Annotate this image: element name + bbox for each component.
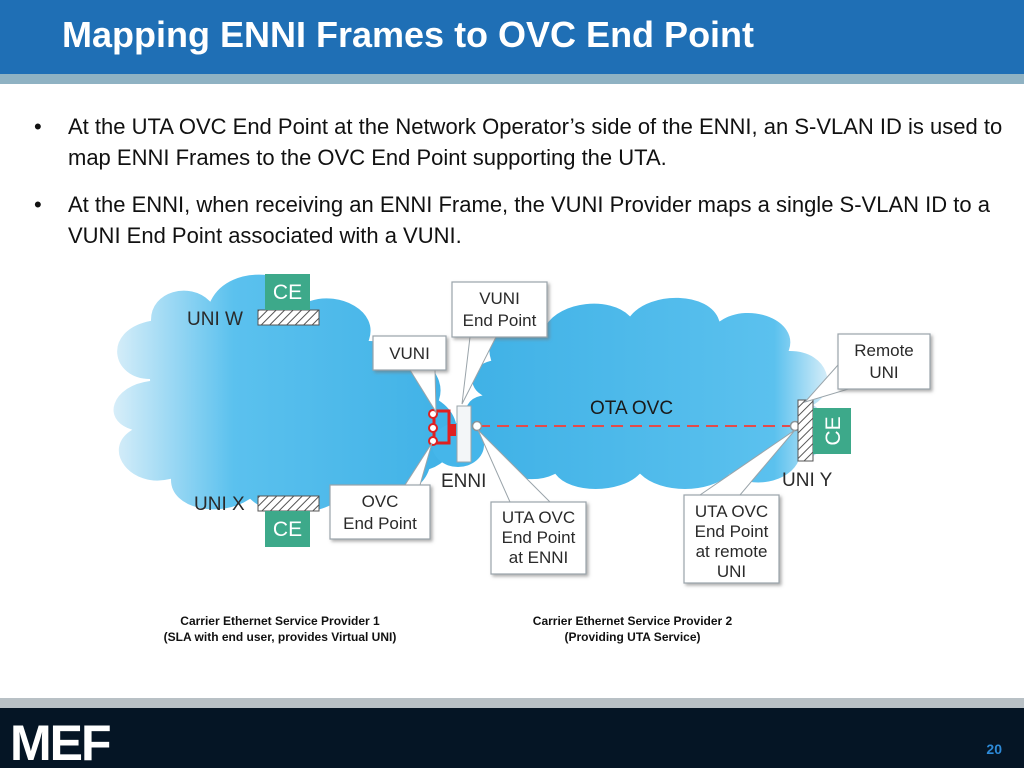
callout-uta-enni: UTA OVC End Point at ENNI — [477, 429, 587, 575]
provider1-caption-line2: (SLA with end user, provides Virtual UNI… — [163, 630, 397, 644]
callout-remote-uni-line1: Remote — [854, 341, 914, 360]
ce-bottom-box — [265, 511, 310, 547]
uni-y-label: UNI Y — [782, 470, 833, 491]
uta-enni-endpoint — [471, 420, 483, 432]
callout-vuni-endpoint-line2: End Point — [463, 311, 537, 330]
callout-ovc-endpoint-line2: End Point — [343, 514, 417, 533]
callout-uta-remote-line1: UTA OVC — [695, 502, 768, 521]
callout-ovc-endpoint: OVC End Point — [329, 442, 433, 540]
enni-label: ENNI — [441, 471, 486, 492]
callout-uta-enni-line1: UTA OVC — [502, 508, 575, 527]
uni-x-label: UNI X — [194, 494, 245, 515]
ce-top-box — [265, 274, 310, 310]
ce-bottom-label: CE — [273, 518, 302, 541]
bullet-list: • At the UTA OVC End Point at the Networ… — [30, 111, 1015, 267]
uni-w-label: UNI W — [187, 309, 243, 330]
provider2-caption-line1: Carrier Ethernet Service Provider 2 — [532, 614, 733, 628]
uni-y-port — [797, 399, 814, 462]
callout-uta-enni-line3: at ENNI — [509, 548, 569, 567]
callout-uta-remote-line3: at remote — [696, 542, 768, 561]
bullet-text: At the ENNI, when receiving an ENNI Fram… — [68, 192, 990, 248]
callout-uta-enni-line2: End Point — [502, 528, 576, 547]
footer-bar: MEF 20 — [0, 708, 1024, 771]
callout-remote-uni-line2: UNI — [869, 363, 898, 382]
mef-logo: MEF — [10, 715, 112, 771]
callout-uta-remote-line2: End Point — [695, 522, 769, 541]
provider2-cloud — [463, 295, 831, 491]
enni-junction — [432, 405, 484, 467]
callout-uta-remote-line4: UNI — [717, 562, 746, 581]
ce-right-box — [813, 408, 851, 454]
bullet-item: • At the UTA OVC End Point at the Networ… — [30, 111, 1015, 173]
provider2-caption: Carrier Ethernet Service Provider 2 (Pro… — [505, 613, 760, 645]
callout-ovc-endpoint-line1: OVC — [362, 492, 399, 511]
ce-top-label: CE — [273, 281, 302, 304]
provider2-caption-line2: (Providing UTA Service) — [564, 630, 701, 644]
bullet-marker: • — [34, 114, 42, 139]
bullet-item: • At the ENNI, when receiving an ENNI Fr… — [30, 189, 1015, 251]
callout-uta-remote: UTA OVC End Point at remote UNI — [683, 429, 796, 584]
bullet-text: At the UTA OVC End Point at the Network … — [68, 114, 1003, 170]
footer-divider — [0, 698, 1024, 708]
callout-remote-uni: Remote UNI — [803, 333, 931, 403]
provider1-caption: Carrier Ethernet Service Provider 1 (SLA… — [150, 613, 410, 645]
vuni-bracket — [428, 409, 456, 446]
title-bar: Mapping ENNI Frames to OVC End Point — [0, 0, 1024, 74]
slide-title: Mapping ENNI Frames to OVC End Point — [62, 14, 755, 55]
callout-vuni-text: VUNI — [389, 344, 430, 363]
ce-right-label: CE — [822, 416, 845, 445]
page-number: 20 — [986, 741, 1002, 757]
callout-vuni-endpoint-line1: VUNI — [479, 289, 520, 308]
uni-w-port — [257, 309, 320, 326]
title-divider — [0, 74, 1024, 84]
provider1-caption-line1: Carrier Ethernet Service Provider 1 — [180, 614, 380, 628]
ota-ovc-label: OTA OVC — [590, 398, 673, 419]
callout-vuni-endpoint: VUNI End Point — [451, 281, 548, 405]
uni-x-port — [257, 495, 320, 512]
bullet-marker: • — [34, 192, 42, 217]
callout-vuni: VUNI — [372, 335, 447, 414]
